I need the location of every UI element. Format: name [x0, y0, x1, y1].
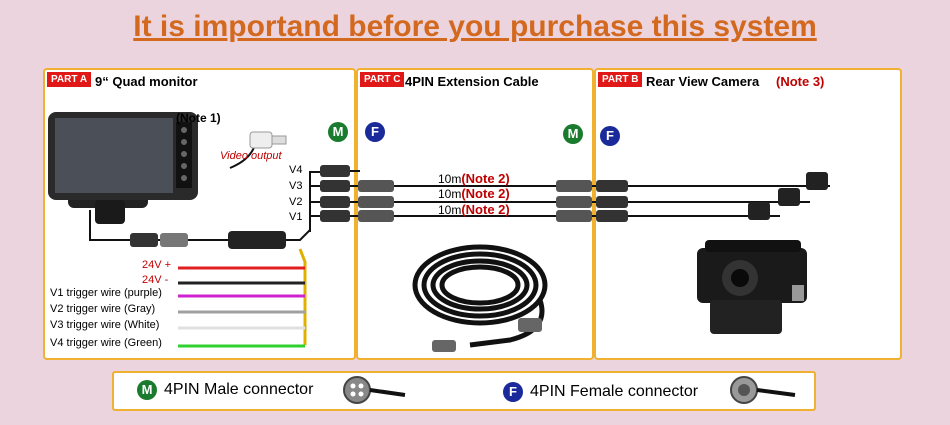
part-c-title: 4PIN Extension Cable: [405, 74, 539, 89]
page-title: It is importand before you purchase this…: [133, 10, 817, 43]
monitor-image: [48, 112, 198, 224]
channel-label-v1: V1: [289, 211, 303, 223]
connector-legend: [112, 371, 816, 411]
wire-label: V3 trigger wire (White): [50, 319, 160, 331]
male-badge-part-a: M: [328, 122, 348, 142]
cable-note: (Note 2): [461, 202, 510, 217]
cable-length-3: 10m(Note 2): [438, 202, 510, 217]
monitor-note: (Note 1): [176, 111, 221, 125]
wire-label: V4 trigger wire (Green): [50, 337, 162, 349]
cable-length-value: 10m: [438, 203, 462, 217]
video-output-connector: [229, 131, 287, 169]
legend-male-badge: M: [137, 380, 157, 400]
part-b-note: (Note 3): [776, 74, 825, 89]
legend-female-badge: F: [503, 382, 523, 402]
cable-length-value: 10m: [438, 172, 462, 186]
v2-male-connector: [320, 196, 350, 208]
small-camera-icons: [748, 172, 828, 220]
wire-label: V2 trigger wire (Gray): [50, 303, 156, 315]
extension-connectors-right: [556, 180, 592, 222]
male-connector-icon: [343, 376, 406, 404]
female-badge-part-c-left: F: [365, 122, 385, 142]
coiled-cable-image: [412, 244, 548, 348]
wire-label: 24V +: [142, 259, 172, 271]
extension-connectors-left: [358, 180, 394, 222]
female-badge-part-b: F: [600, 126, 620, 146]
legend-female-label: 4PIN Female connector: [530, 383, 699, 400]
v1-male-connector: [320, 210, 350, 222]
cable-length-2: 10m(Note 2): [438, 186, 510, 201]
legend-male-label: 4PIN Male connector: [164, 381, 314, 398]
camera-side-connectors: [596, 180, 628, 222]
channel-label-v4: V4: [289, 164, 303, 176]
video-output-label: Video output: [220, 150, 282, 162]
v3-male-connector: [320, 180, 350, 192]
part-b-tag: PART B: [598, 72, 643, 87]
wire-label: V1 trigger wire (purple): [50, 287, 162, 299]
wire-label: 24V -: [142, 274, 169, 286]
cable-note: (Note 2): [461, 171, 510, 186]
male-badge-part-c-right: M: [563, 124, 583, 144]
part-c-tag: PART C: [360, 72, 405, 87]
channel-label-v2: V2: [289, 196, 303, 208]
channel-label-v3: V3: [289, 180, 303, 192]
part-a-title: 9“ Quad monitor: [95, 74, 198, 89]
female-connector-icon: [730, 376, 796, 404]
v4-male-connector: [320, 165, 350, 177]
cable-length-1: 10m(Note 2): [438, 171, 510, 186]
rear-camera-image: [697, 240, 807, 334]
cable-note: (Note 2): [461, 186, 510, 201]
part-b-title: Rear View Camera: [646, 74, 760, 89]
cable-length-value: 10m: [438, 187, 462, 201]
part-a-tag: PART A: [47, 72, 92, 87]
